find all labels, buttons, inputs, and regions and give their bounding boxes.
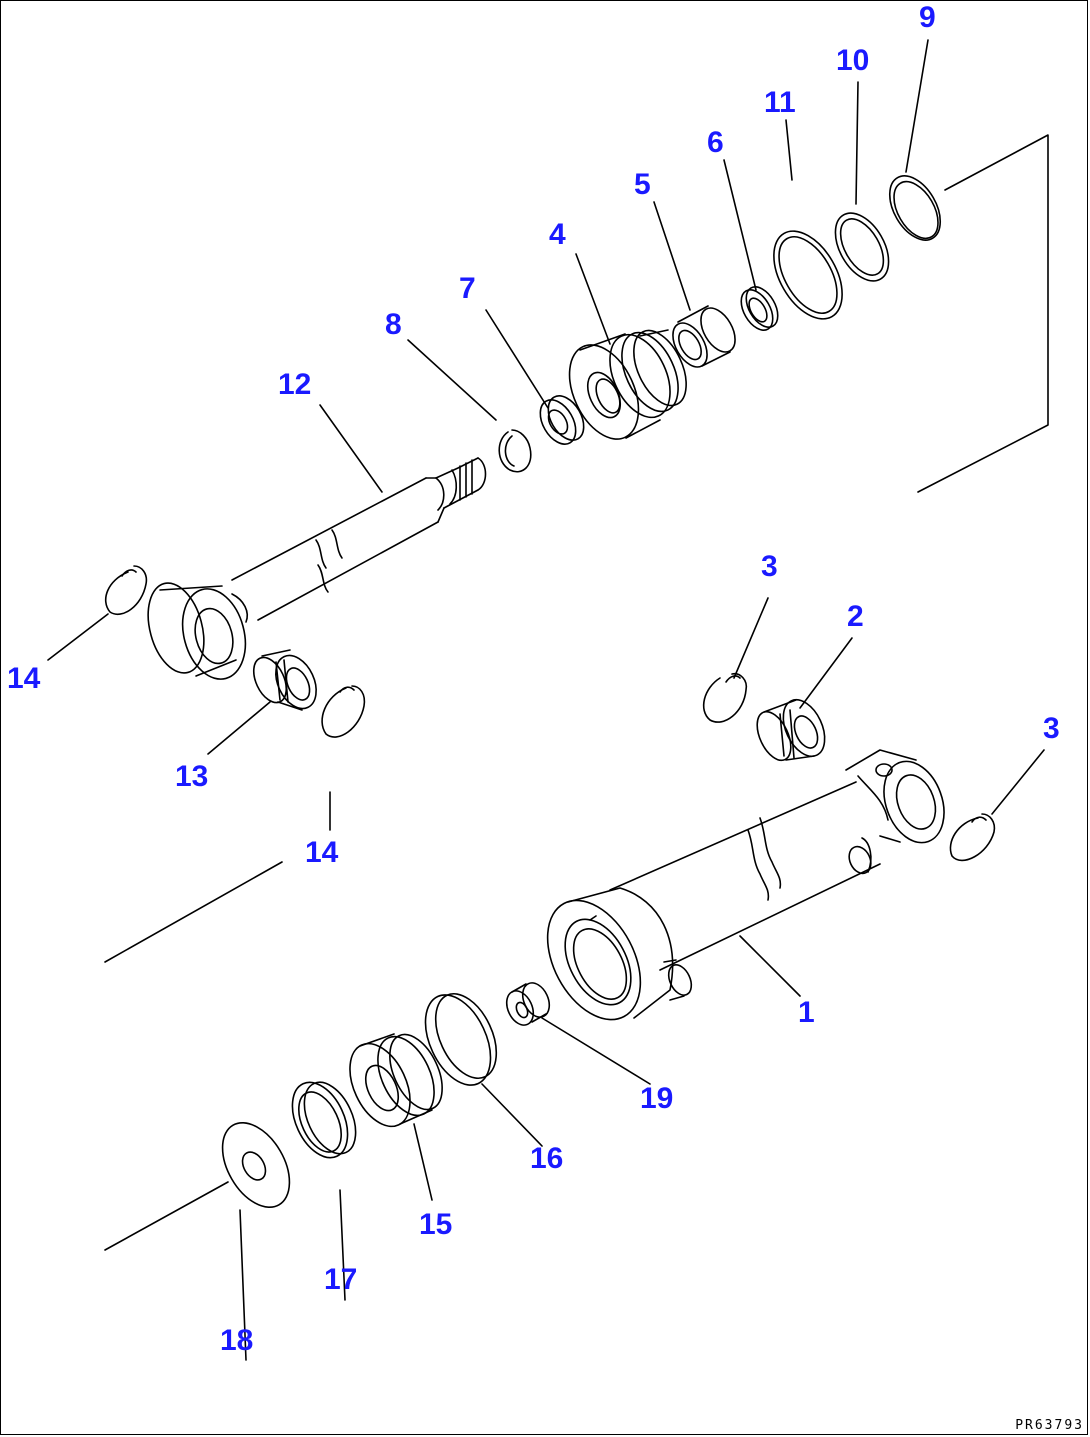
callout-14-left: 14 bbox=[7, 662, 41, 695]
callout-3-right: 3 bbox=[1043, 712, 1060, 745]
part-1-cylinder-tube bbox=[546, 749, 945, 1021]
assembly-axis-lines bbox=[104, 134, 1049, 1361]
callout-18: 18 bbox=[220, 1324, 254, 1357]
part-12-rod-eye bbox=[147, 582, 248, 680]
part-7-seal bbox=[539, 395, 585, 445]
callout-7: 7 bbox=[459, 272, 476, 305]
figure-code: PR63793 bbox=[1015, 1418, 1084, 1433]
part-6-seal bbox=[740, 286, 779, 331]
callout-10: 10 bbox=[836, 44, 870, 77]
part-3-snap-ring-upper bbox=[702, 672, 748, 723]
callout-4: 4 bbox=[549, 218, 566, 251]
part-9-ring bbox=[888, 175, 942, 241]
part-4-cylinder-head bbox=[568, 329, 687, 440]
callout-5: 5 bbox=[634, 168, 651, 201]
callout-15: 15 bbox=[419, 1208, 453, 1241]
callout-3-upper: 3 bbox=[761, 550, 778, 583]
part-5-bushing bbox=[672, 305, 736, 368]
callout-6: 6 bbox=[707, 126, 724, 159]
callout-13: 13 bbox=[175, 760, 209, 793]
part-11-backup-ring bbox=[773, 230, 843, 320]
part-2-bushing bbox=[756, 698, 826, 762]
callout-8: 8 bbox=[385, 308, 402, 341]
part-8-snap-ring bbox=[498, 429, 532, 473]
callout-19: 19 bbox=[640, 1082, 674, 1115]
part-15-piston bbox=[349, 1033, 443, 1128]
part-14-snap-ring-right bbox=[321, 685, 366, 738]
part-3-snap-ring-right bbox=[949, 813, 996, 862]
callout-9: 9 bbox=[919, 1, 936, 34]
callout-1: 1 bbox=[798, 996, 815, 1029]
leader-lines bbox=[47, 39, 1045, 1201]
callout-17: 17 bbox=[324, 1263, 358, 1296]
part-12-piston-rod bbox=[231, 457, 487, 621]
part-16-wear-ring bbox=[424, 992, 498, 1086]
part-17-seal bbox=[291, 1081, 357, 1159]
part-19-nut bbox=[505, 982, 551, 1026]
part-10-o-ring bbox=[834, 212, 890, 282]
callout-14-lower: 14 bbox=[305, 836, 339, 869]
callout-11: 11 bbox=[764, 86, 796, 119]
callout-12: 12 bbox=[278, 368, 312, 401]
part-13-bushing bbox=[252, 649, 317, 711]
callout-16: 16 bbox=[530, 1142, 564, 1175]
callout-2: 2 bbox=[847, 600, 864, 633]
part-18-washer bbox=[221, 1121, 291, 1209]
part-14-snap-ring-left bbox=[104, 565, 148, 615]
